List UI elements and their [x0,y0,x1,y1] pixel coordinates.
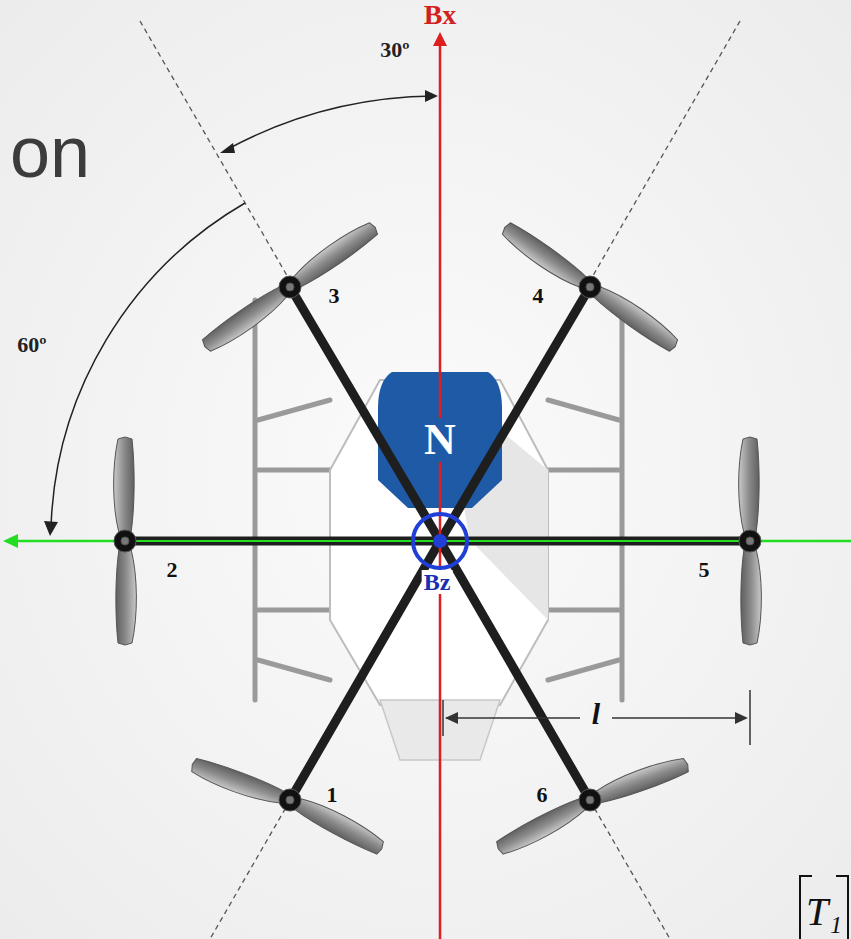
extension-line [749,690,751,745]
z-axis-circle [413,514,467,568]
longitudinal-axis [433,32,447,939]
arm [440,541,590,800]
strut [548,608,619,613]
dimension-label: l [590,699,602,729]
angle-arc-30 [226,96,434,150]
angle-label: 30º [378,39,411,61]
arrowhead [3,534,18,548]
arrowhead [735,712,748,724]
arm [440,287,590,541]
strut [548,660,619,680]
arc [226,96,434,150]
z-axis-dot [433,534,447,548]
angle-arc-60 [51,203,245,527]
angle-label: 60º [15,334,48,356]
matrix-bracket [800,876,848,939]
propeller [200,218,381,356]
strut [258,660,330,680]
dimension-l [443,690,750,745]
propeller [498,220,681,354]
arm [290,541,440,800]
arrowhead [433,32,447,46]
motor-number: 3 [327,285,342,307]
strut [548,468,619,473]
arm [290,287,440,541]
axis-label: Bz [422,570,453,594]
arrowhead [425,90,438,102]
dimension-line [612,717,744,719]
strut [258,608,330,613]
propeller [188,756,387,857]
strut [548,400,619,420]
matrix-element: T₁ [804,892,844,932]
propeller [739,437,762,645]
motor-number: 5 [697,559,712,581]
skid [253,300,258,700]
title-fragment: on [8,116,92,188]
arrowhead [44,521,58,536]
arm-axis [210,21,740,939]
axis-line [439,42,442,939]
axis-label: Bx [422,1,459,29]
strut [258,400,330,420]
arms [125,287,750,800]
logo-letter: N [422,418,458,462]
propeller [494,754,691,859]
arm-axis [140,21,670,939]
motor-number: 6 [535,784,550,806]
axis-line [14,540,851,543]
propellers [114,218,762,859]
skid [620,300,625,700]
arrowhead [445,712,458,724]
arm-axis-lines [140,21,740,939]
dimension-line [446,717,580,719]
extension-line [442,700,444,736]
motor-number: 2 [165,559,180,581]
arrowhead [220,143,235,153]
propeller [114,437,137,645]
motor-number: 4 [531,285,546,307]
motor-number: 1 [325,784,340,806]
strut [258,468,330,473]
